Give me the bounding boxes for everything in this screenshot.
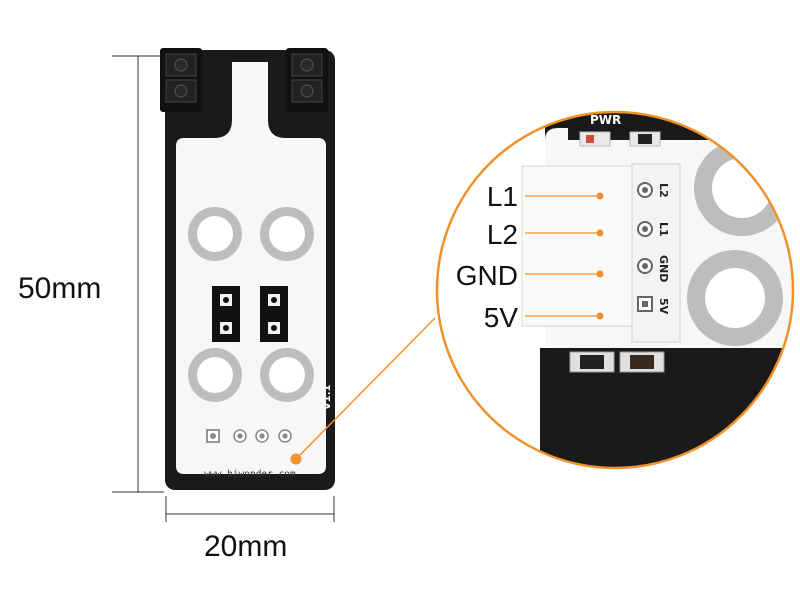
connector-pin-3 (637, 258, 653, 274)
pin-label-l2: L2 (487, 219, 518, 250)
pin-header (206, 429, 292, 443)
pin-label-5v: 5V (484, 302, 519, 333)
height-label: 50mm (18, 272, 101, 305)
mounting-hole (260, 348, 314, 402)
zoom-ring (435, 110, 795, 470)
silk-5v: 5V (657, 298, 670, 315)
connector-pin-1 (637, 182, 653, 198)
silk-l2: L2 (657, 183, 670, 198)
version-mark: V1.1 (322, 385, 333, 410)
sensor-board: V1.1 www.hiwonder.com (160, 48, 335, 490)
pin-label-l1: L1 (487, 181, 518, 212)
ir-sensor-left (160, 48, 202, 112)
smd-component (619, 351, 665, 373)
pad-block-right (260, 286, 288, 342)
callout-leader-line (295, 317, 436, 460)
silk-gnd: GND (657, 255, 670, 282)
mounting-hole (188, 207, 242, 261)
connector-pin-2 (637, 221, 653, 237)
pin-label-gnd: GND (456, 260, 518, 291)
mounting-hole (188, 348, 242, 402)
pwr-led (579, 131, 611, 147)
connector-pin-4 (637, 296, 653, 312)
mounting-hole (260, 207, 314, 261)
smd-component (569, 351, 615, 373)
smd-resistor (629, 131, 661, 147)
silk-l1: L1 (657, 222, 670, 237)
width-label: 20mm (204, 530, 287, 563)
height-dimension (112, 55, 164, 493)
callout-dot (290, 453, 302, 465)
pad-block-left (212, 286, 240, 342)
pwr-label: PWR (590, 113, 621, 127)
ir-sensor-right (286, 48, 328, 112)
zoom-view: PWR (435, 110, 795, 470)
website-label: www.hiwonder.com (204, 469, 296, 480)
width-dimension (165, 496, 335, 522)
pin-leader-lines (525, 192, 604, 320)
